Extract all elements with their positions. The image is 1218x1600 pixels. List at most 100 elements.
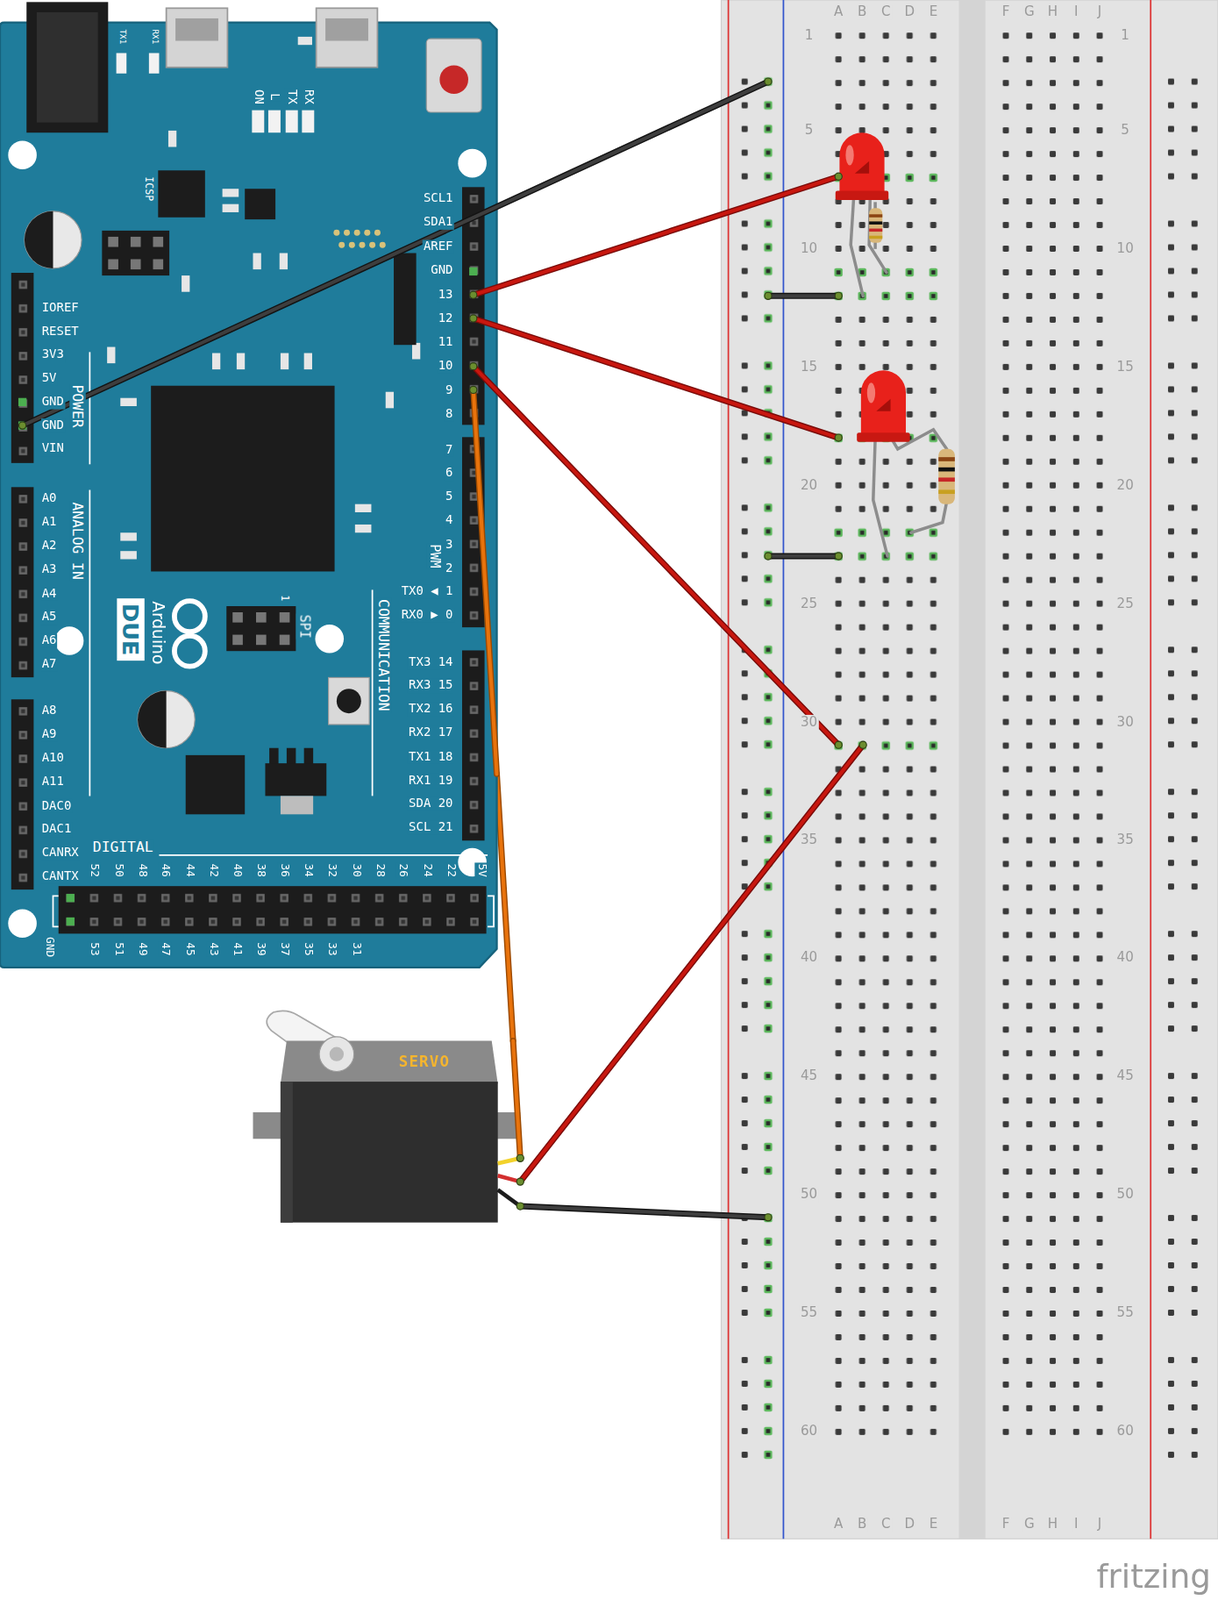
icsp-header-part — [130, 258, 142, 270]
pin-label: 3V3 — [41, 348, 66, 363]
jumper-wire-part — [768, 553, 839, 560]
pin-label: 30 — [349, 861, 363, 878]
pin-label: 38 — [254, 861, 268, 878]
power-wire-part — [519, 744, 863, 1182]
row-number: 60 — [799, 1424, 820, 1439]
row-number: 25 — [799, 595, 820, 611]
spi-header-part — [256, 634, 267, 646]
row-number: 60 — [1115, 1424, 1135, 1439]
wire-end-part — [470, 363, 478, 371]
capacitor-part — [137, 690, 195, 748]
breadboard-base — [720, 0, 1218, 1539]
smd-part-part — [412, 342, 421, 360]
rail-line — [727, 0, 730, 1539]
usb-port-part — [325, 18, 369, 42]
smd-part-part — [168, 130, 177, 148]
arduino-logo-part — [174, 600, 206, 632]
led-label: RX — [300, 88, 315, 106]
resistor-symbol-part — [868, 235, 883, 239]
icsp-header-part — [152, 258, 164, 270]
wire-end-part — [834, 740, 842, 748]
pin-label: 8 — [444, 406, 455, 421]
connected-pin-part — [469, 267, 478, 276]
row-number: 15 — [1115, 359, 1135, 375]
pin-label: RX1 19 — [407, 773, 455, 788]
regulator-part — [304, 747, 314, 765]
pin-label: A7 — [41, 656, 58, 671]
pin-label: 5V — [41, 371, 58, 386]
column-letter: A — [833, 4, 845, 20]
column-letter: E — [927, 4, 939, 20]
pin-label: DAC1 — [41, 821, 73, 836]
resistor-symbol-part — [868, 228, 883, 232]
erase-button — [328, 676, 371, 725]
usb-port — [166, 7, 228, 67]
status-led — [116, 52, 315, 133]
pin-label: GND — [429, 263, 455, 278]
connected-row-part — [826, 284, 946, 308]
capacitor-part — [137, 690, 167, 748]
ground-wire-part — [519, 1205, 769, 1218]
led-leg-part — [868, 195, 887, 272]
pin-label: A10 — [41, 751, 66, 766]
silk-line-part — [371, 589, 374, 796]
usb-port — [316, 7, 378, 67]
led-label: L — [267, 92, 282, 102]
pin-label: 12 — [437, 311, 455, 326]
led-symbol-part — [876, 398, 891, 412]
jumper-wire — [768, 295, 839, 556]
usb-port-part — [166, 7, 228, 67]
jtag-pads-part — [333, 229, 340, 236]
wire-end-part — [516, 1153, 524, 1162]
servo-label: SERVO — [398, 1053, 450, 1071]
resistor-symbol-part — [938, 489, 955, 494]
status-led-part — [149, 52, 160, 73]
column-letter: H — [1047, 4, 1060, 20]
wire-end-part — [834, 172, 842, 180]
led-symbol-part — [845, 144, 854, 165]
servo-motor: SERVO — [253, 1040, 523, 1225]
capacitor — [24, 211, 82, 269]
mounting-hole-part — [7, 909, 37, 939]
row-number: 20 — [1115, 477, 1135, 493]
smd-part-part — [280, 353, 289, 371]
column-letter: A — [833, 1516, 845, 1532]
spi-header-part — [279, 634, 291, 646]
row-number: 55 — [799, 1305, 820, 1321]
column-letter: B — [856, 4, 869, 20]
smd-part-part — [212, 353, 221, 371]
pin-label: 4 — [444, 513, 455, 528]
wire-end-part — [470, 385, 478, 393]
pin-label: 9 — [444, 383, 455, 398]
smd-part-part — [106, 347, 115, 364]
status-led-part — [116, 52, 128, 73]
pin-label: TX2 16 — [407, 702, 455, 717]
connected-pin — [18, 267, 478, 926]
pin-label: 43 — [206, 940, 221, 957]
pin-label: 28 — [372, 861, 386, 878]
pin-header — [11, 186, 487, 934]
power-wire-part — [473, 366, 839, 746]
resistor-symbol-part — [938, 477, 955, 482]
row-number: 55 — [1115, 1305, 1135, 1321]
pin-label: A2 — [41, 539, 58, 554]
connected-row — [826, 165, 946, 757]
row-number: 20 — [799, 477, 820, 493]
row-number: 35 — [799, 832, 820, 848]
wire-end-part — [834, 552, 842, 560]
capacitor — [137, 690, 195, 748]
row-number: 50 — [1115, 1187, 1135, 1203]
row-number: 45 — [1115, 1068, 1135, 1084]
pin-label: RX3 15 — [407, 678, 455, 693]
power-jack-part — [26, 1, 108, 133]
pin-label: 11 — [437, 334, 455, 350]
pin-label: 5 — [444, 490, 455, 505]
reset-button-part — [426, 38, 482, 113]
spi-header-part — [256, 612, 267, 623]
connected-row-part — [826, 520, 946, 545]
icsp-header — [101, 230, 170, 276]
power-wire-part — [473, 366, 839, 746]
jtag-pads-part — [374, 229, 381, 236]
led-symbol — [856, 370, 910, 442]
